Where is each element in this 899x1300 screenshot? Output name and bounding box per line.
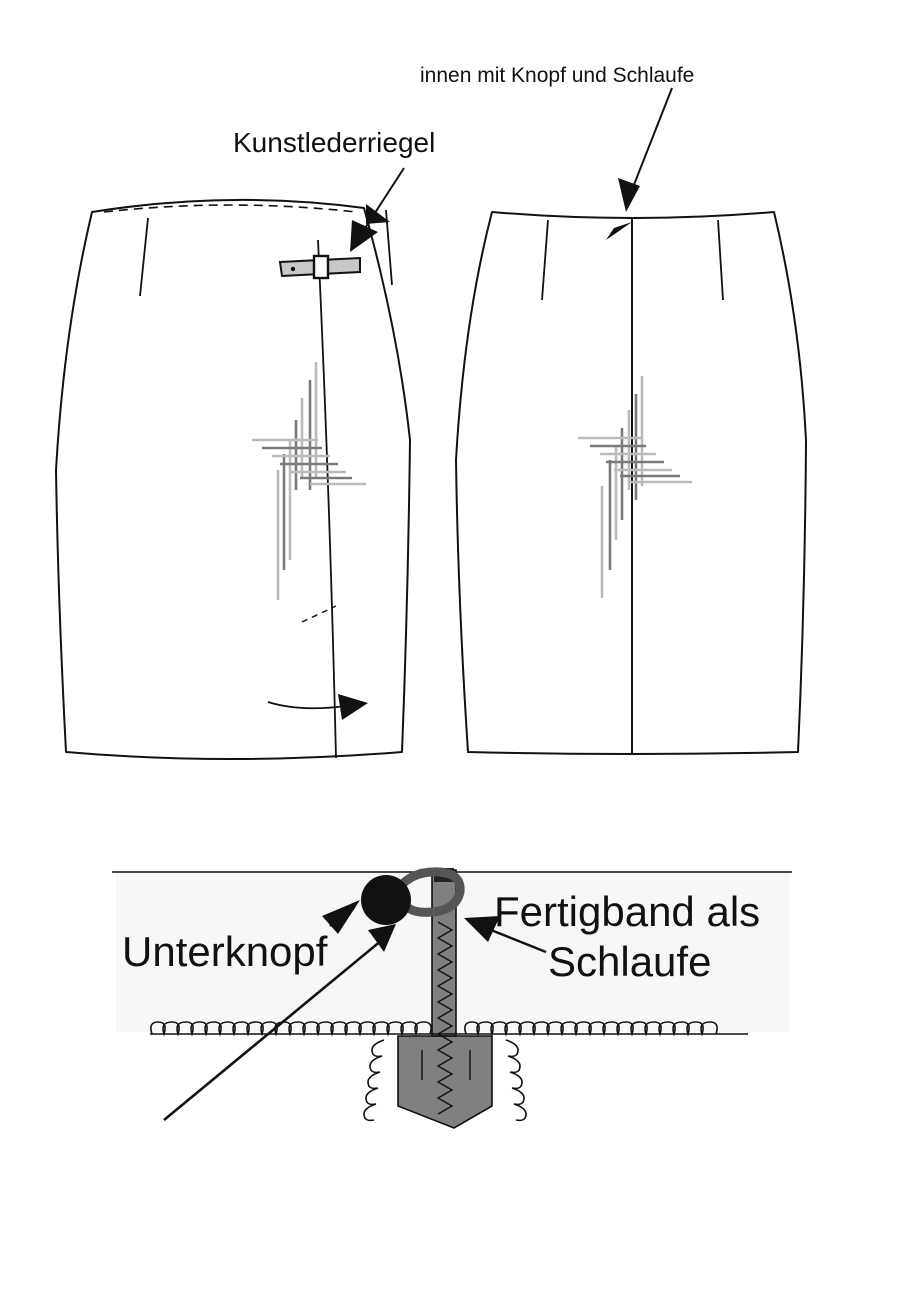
overlock-stitch-left [150,1021,432,1037]
seam-allowance [397,1035,493,1129]
pointer-long [163,938,383,1122]
waistband-stitching [103,204,357,213]
pointer-faux-leather-tab [359,167,405,237]
pointer-loop [485,926,547,954]
back-shading [578,376,692,598]
pointer-inside-button-loop [627,87,673,201]
loop-strap [392,867,465,917]
zigzag-stitch [436,921,454,1115]
tab-notch-marker [366,204,390,224]
skirt-back-icon [455,211,807,755]
overlock-stitch-right [464,1021,718,1037]
label-inside-button-loop: innen mit Knopf und Schlaufe [420,64,694,87]
hem-turn-arrow [267,701,347,710]
front-wrap-edge [317,239,337,759]
pointer-long-head [368,924,396,952]
label-loop-line2: Schlaufe [548,938,711,985]
pointer-under-button-head [322,900,360,934]
hem-turn-arrowhead [338,694,368,720]
overlock-vertical-left [363,1039,385,1122]
pointer-faux-leather-tab-head [350,220,378,252]
faux-leather-tab-icon [278,254,361,280]
ready-made-tape [431,869,457,1037]
overlock-vertical-right [505,1039,527,1122]
front-dart-right [385,209,393,286]
front-dart-left [139,217,149,297]
back-dart-left [541,219,549,301]
skirt-front-icon [55,198,411,760]
skirt-front-outline [55,198,411,760]
front-shading [252,362,366,600]
label-loop-line1: Fertigband als [494,888,760,935]
button-loop-detail-icon: Unterknopf Fertigband als Schlaufe [112,867,792,1129]
back-dart-right [717,219,724,301]
back-button-marker [606,222,632,240]
label-under-button: Unterknopf [122,928,328,975]
pointer-loop-head [464,916,500,942]
pointer-inside-button-loop-head [618,178,640,212]
under-button-icon [361,875,411,925]
label-faux-leather-tab: Kunstlederriegel [233,127,435,158]
